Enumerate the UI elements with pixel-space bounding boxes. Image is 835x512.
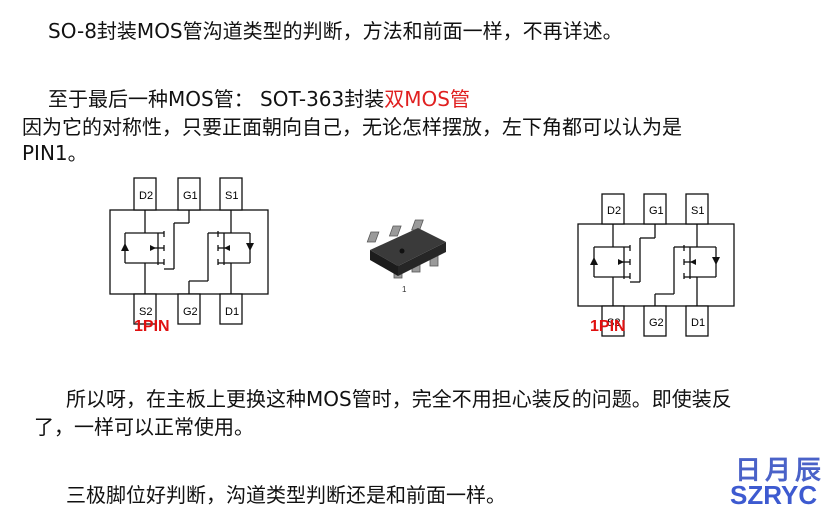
para-4-line1: 所以呀，在主板上更换这种MOS管时，完全不用担心装反的问题。即使装反 xyxy=(66,387,732,411)
left-top-pin-1: G1 xyxy=(183,190,198,202)
watermark-en: SZRYC xyxy=(730,480,818,510)
para-2-lead: 至于最后一种MOS管： SOT-363封装 xyxy=(48,87,385,111)
right-bottom-pin-0: S2 xyxy=(607,317,620,329)
left-bottom-pin-0: S2 xyxy=(139,306,152,318)
para-2: 至于最后一种MOS管： SOT-363封装双MOS管 xyxy=(48,86,470,112)
pin1-label-right: 1PIN xyxy=(590,318,626,335)
schematic-right: D2 G1 S1 S2 G2 D1 xyxy=(577,193,735,337)
para-3-line2: PIN1。 xyxy=(22,141,88,165)
right-top-pin-0: D2 xyxy=(607,205,621,217)
right-bottom-pin-1: G2 xyxy=(649,317,664,329)
left-bottom-pin-2: D1 xyxy=(225,306,239,318)
para-2-highlight: 双MOS管 xyxy=(384,87,470,111)
para-1: SO-8封装MOS管沟道类型的判断，方法和前面一样，不再详述。 xyxy=(48,19,623,43)
right-top-pin-2: S1 xyxy=(691,205,704,217)
right-bottom-pin-2: D1 xyxy=(691,317,705,329)
pin1-label-left: 1PIN xyxy=(134,318,170,335)
para-4-line2: 了，一样可以正常使用。 xyxy=(34,415,254,439)
left-top-pin-0: D2 xyxy=(139,190,153,202)
para-3-line1: 因为它的对称性，只要正面朝向自己，无论怎样摆放，左下角都可以认为是 xyxy=(22,115,682,139)
chip-pin-mark: 1 xyxy=(402,285,407,294)
right-top-pin-1: G1 xyxy=(649,205,664,217)
left-bottom-pin-1: G2 xyxy=(183,306,198,318)
sot363-chip-image: 1 xyxy=(366,219,446,294)
para-5: 三极脚位好判断，沟道类型判断还是和前面一样。 xyxy=(66,483,506,507)
schematic-left: D2 G1 S1 S2 G2 D1 xyxy=(109,177,269,325)
left-top-pin-2: S1 xyxy=(225,190,238,202)
watermark-cn: 日月辰 xyxy=(735,456,826,486)
